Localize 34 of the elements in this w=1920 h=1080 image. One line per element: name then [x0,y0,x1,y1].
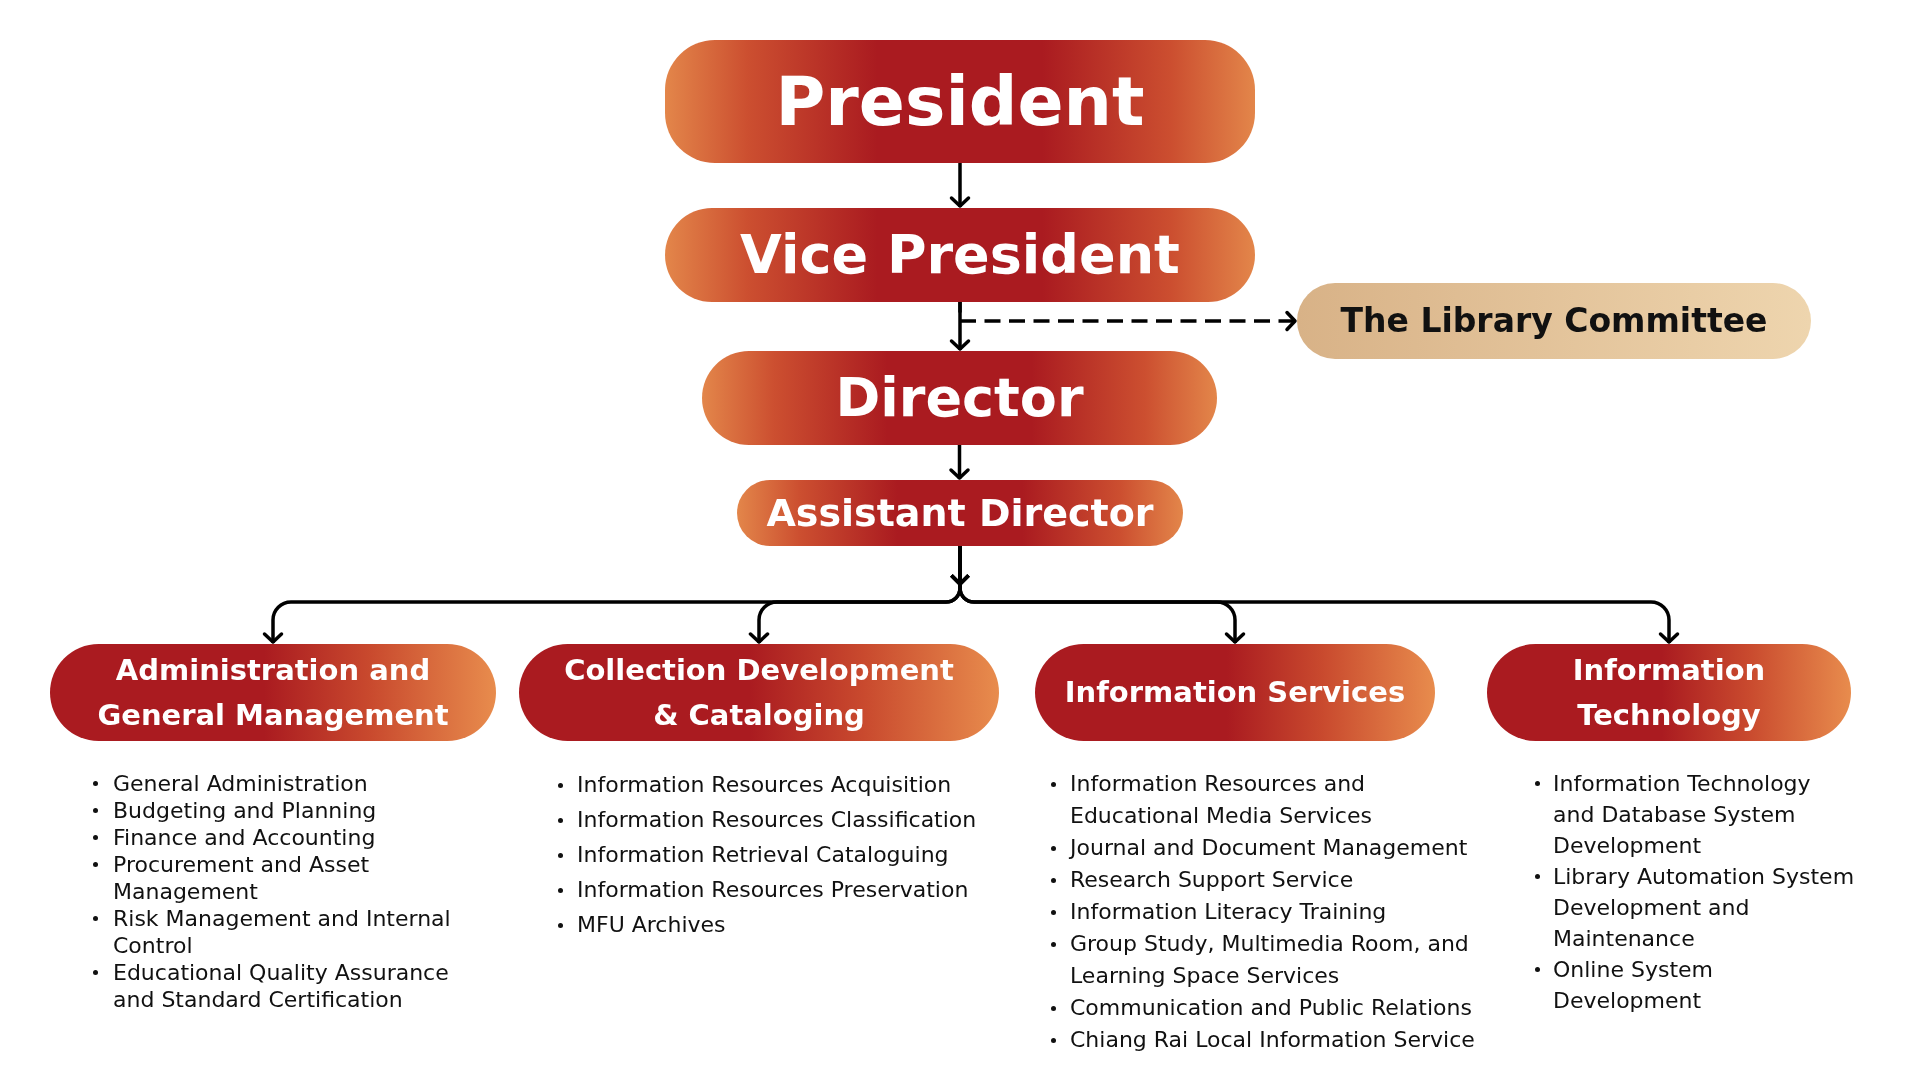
list-item: Finance and Accounting [113,824,377,851]
arrow [949,163,971,208]
arrow [949,445,970,480]
position-title: Assistant Director [766,490,1154,536]
list-item: MFU Archives [577,911,727,939]
list-item: Communication and Public Relations [1070,994,1473,1022]
position-box [665,40,1255,163]
department-title: Information Services [1064,674,1406,711]
list-item: Information Resources and Educational Media Services [1070,770,1373,830]
list-item: Budgeting and Planning [113,797,378,824]
list-item: Educational Quality Assurance and Standard Certification [113,959,450,1013]
committee-title: The Library Committee [1340,300,1768,342]
list-item: Risk Management and Internal Control [113,905,452,959]
list-item: General Administration [113,770,369,797]
list-item: Library Automation System Development and Maintenance [1553,863,1856,953]
list-item: Online System Development [1553,956,1714,1015]
list-item: Procurement and Asset Management [113,851,371,905]
list-item: Journal and Document Management [1070,834,1469,862]
list-item: Chiang Rai Local Information Service [1070,1026,1476,1054]
list-item: Information Resources Acquisition [577,771,953,799]
list-item: Information Literacy Training [1070,898,1388,926]
position-title: Vice President [740,223,1180,287]
dashed-arrow [958,302,1297,332]
list-item: Information Retrieval Cataloguing [577,841,950,869]
list-item: Information Resources Preservation [577,876,970,904]
position-title: Director [835,366,1084,430]
list-item: Information Resources Classification [577,806,978,834]
list-item: Information Technology and Database System Development [1553,770,1812,860]
department-title: Collection Development & Cataloging [563,651,955,734]
department-title: Information Technology [1571,651,1767,734]
department-title: Administration and General Management [96,651,450,734]
position-title: President [775,61,1145,142]
list-item: Group Study, Multimedia Room, and Learning Space Services [1070,930,1470,990]
list-item: Research Support Service [1070,866,1355,894]
